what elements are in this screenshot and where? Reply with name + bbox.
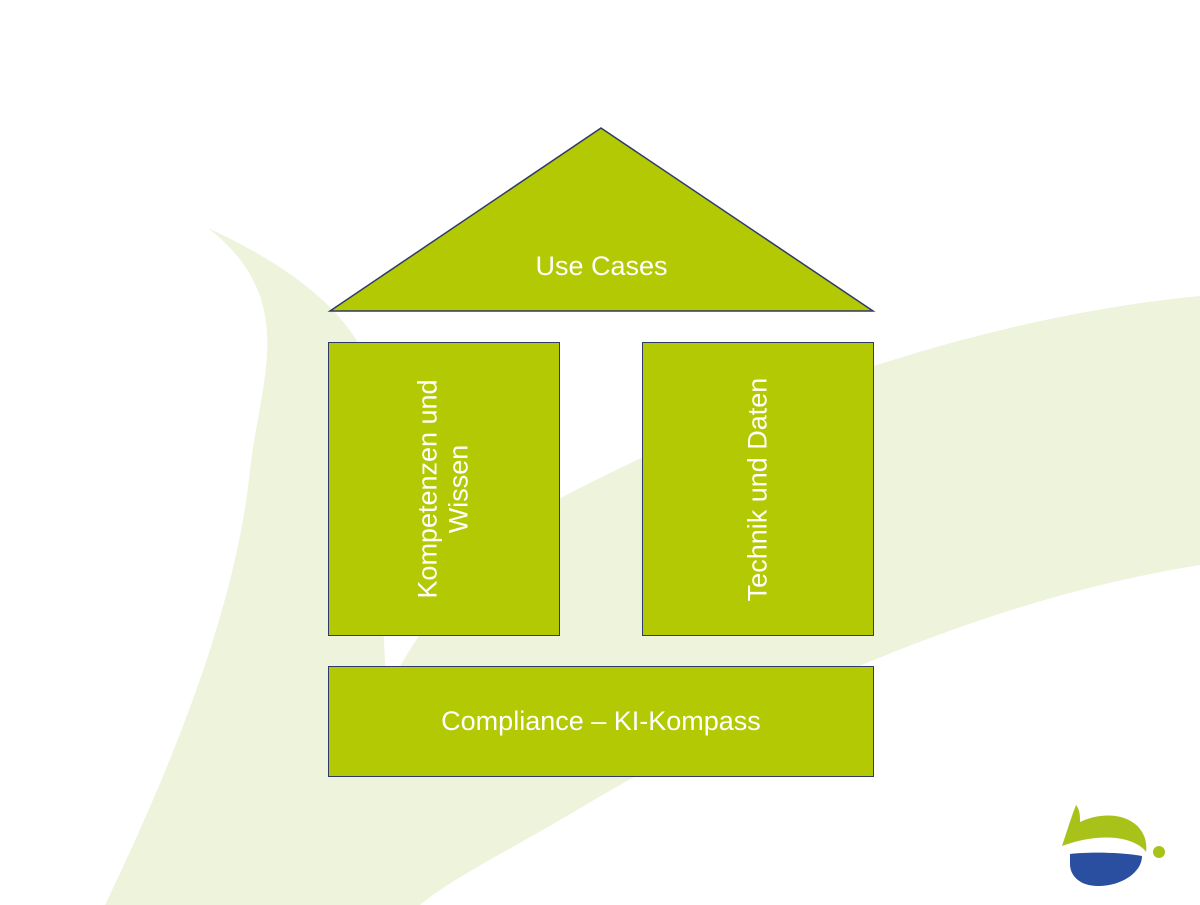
pillar-competencies: Kompetenzen und Wissen <box>328 342 560 636</box>
logo-green-arc <box>1062 805 1147 852</box>
organization-logo <box>1062 805 1165 886</box>
foundation-compliance: Compliance – KI-Kompass <box>328 666 874 777</box>
roof-triangle <box>327 127 876 312</box>
pillar-technology-label: Technik und Daten <box>743 377 774 601</box>
pillar-technology-line1: Technik und Daten <box>742 377 773 601</box>
logo-blue-shape <box>1070 852 1142 886</box>
foundation-label: Compliance – KI-Kompass <box>441 706 761 736</box>
pillar-competencies-line2: Wissen <box>443 444 474 534</box>
roof-label: Use Cases <box>535 251 668 281</box>
pillar-competencies-label: Kompetenzen und Wissen <box>413 379 475 598</box>
pillar-competencies-line1: Kompetenzen und <box>412 379 443 599</box>
pillar-technology: Technik und Daten <box>642 342 874 636</box>
logo-green-dot <box>1153 846 1165 858</box>
